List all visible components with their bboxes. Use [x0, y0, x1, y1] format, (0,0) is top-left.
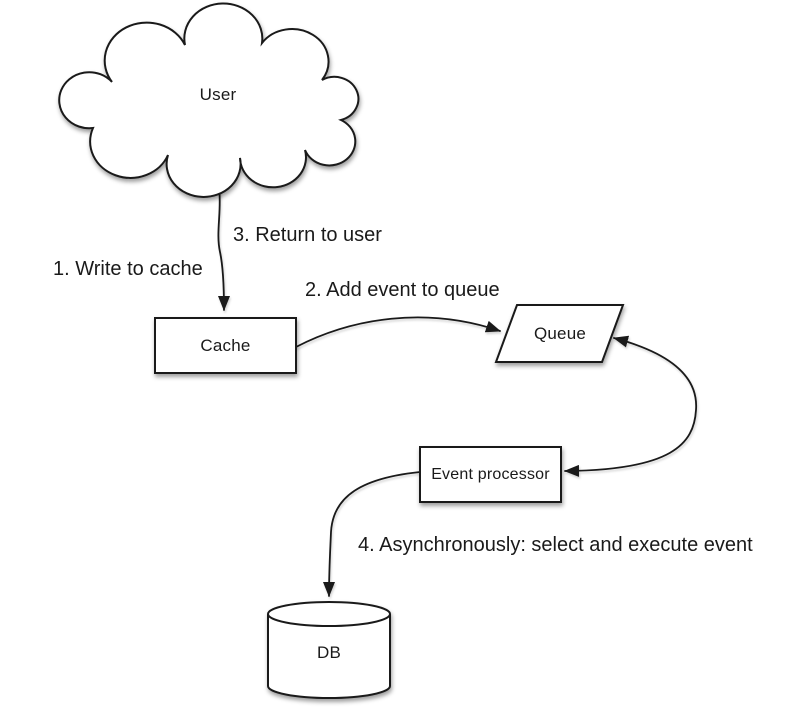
cache-node-label: Cache — [200, 335, 251, 355]
edge-queue-event-processor-bidirectional — [564, 335, 698, 477]
step1-write-to-cache-label: 1. Write to cache — [53, 258, 203, 280]
db-node-label: DB — [316, 643, 342, 662]
event-processor-node-label: Event processor — [431, 465, 550, 483]
user-node-label: User — [199, 85, 237, 104]
step2-add-event-to-queue-label: 2. Add event to queue — [305, 279, 500, 301]
cache-node-shape — [154, 317, 297, 374]
edge-cache-to-queue — [295, 316, 501, 348]
queue-node-label: Queue — [533, 323, 587, 343]
user-cloud-shape — [58, 2, 360, 198]
queue-node-shape — [494, 304, 625, 363]
step3-return-to-user-label: 3. Return to user — [233, 224, 382, 246]
edge-event-processor-to-db — [323, 471, 421, 597]
db-cylinder-shape — [267, 601, 391, 699]
step4-asynchronously-label: 4. Asynchronously: select and execute ev… — [358, 534, 753, 556]
event-processor-node-shape — [419, 446, 562, 503]
